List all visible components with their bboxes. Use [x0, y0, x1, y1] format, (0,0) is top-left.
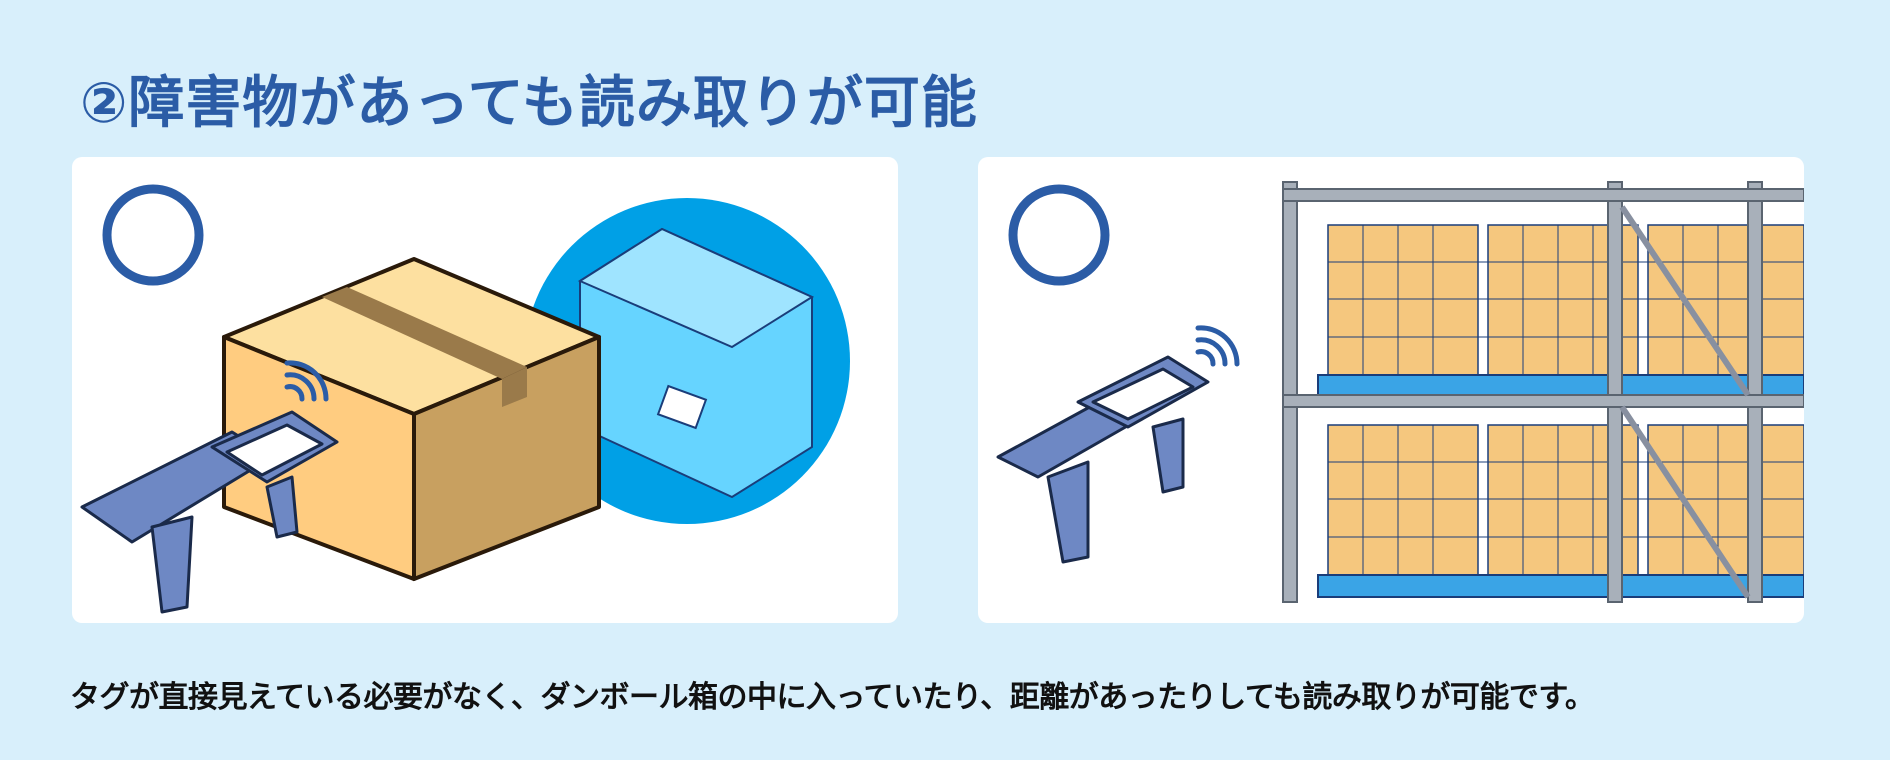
caption-text: タグが直接見えている必要がなく、ダンボール箱の中に入っていたり、距離があったりし… — [70, 680, 1595, 715]
page-title: ②障害物があっても読み取りが可能 — [80, 71, 978, 136]
handheld-reader-icon — [80, 410, 339, 614]
inner-tag-stack — [577, 227, 815, 499]
panel-box-scan — [72, 157, 898, 623]
rack-scan-illustration — [996, 181, 1804, 603]
handheld-reader-icon — [996, 355, 1210, 564]
panel-rack-scan — [978, 157, 1804, 623]
box-scan-illustration — [80, 184, 850, 614]
ok-circle-icon — [1008, 184, 1110, 286]
signal-waves-icon — [284, 360, 329, 402]
warehouse-rack — [1282, 181, 1804, 603]
ok-circle-icon — [102, 184, 204, 286]
signal-waves-icon — [1195, 325, 1240, 367]
